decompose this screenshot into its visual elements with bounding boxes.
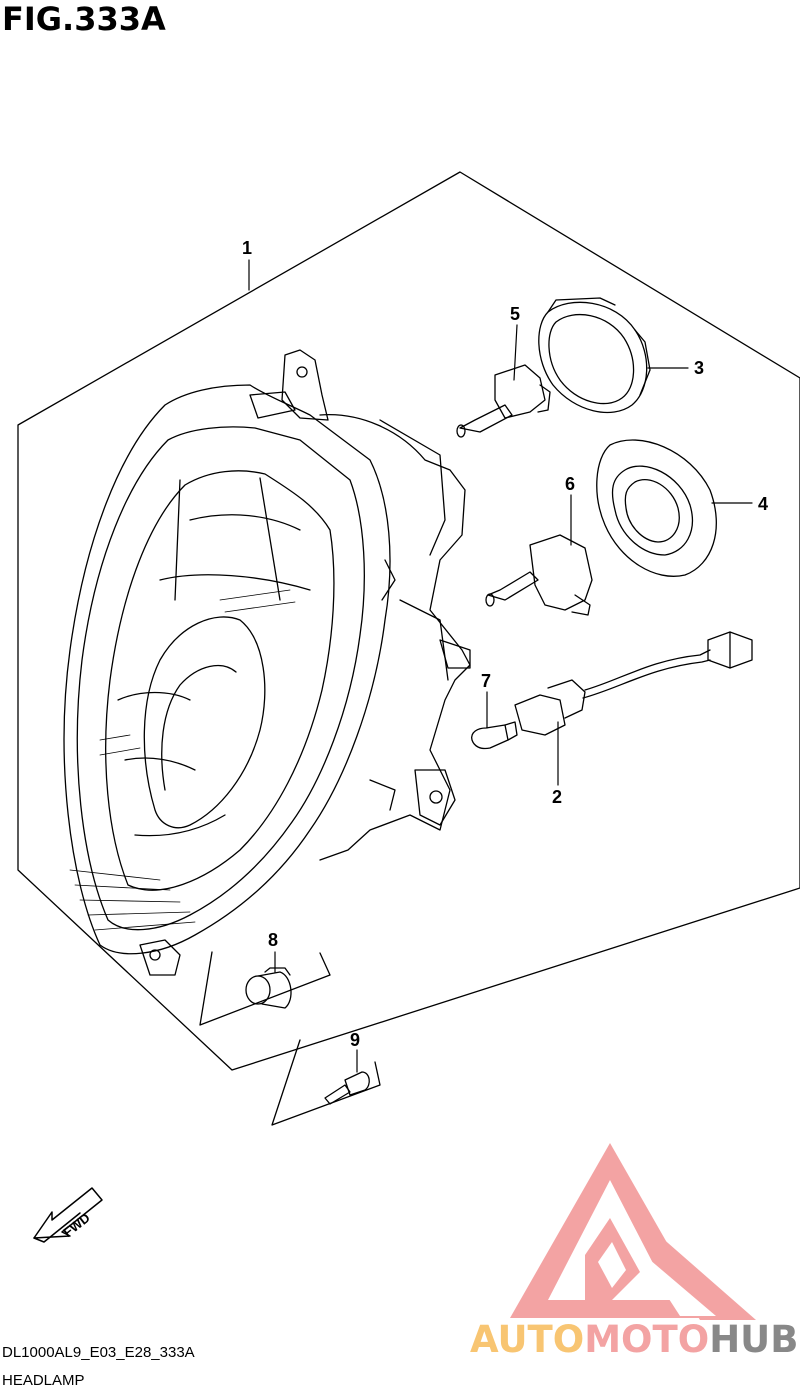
bulb-h11 bbox=[485, 534, 593, 616]
rubber-cap bbox=[596, 439, 717, 577]
socket-ring bbox=[538, 297, 651, 414]
callout-5: 5 bbox=[510, 304, 520, 324]
headlamp-housing bbox=[63, 349, 471, 976]
callout-1: 1 bbox=[242, 238, 252, 258]
callout-7: 7 bbox=[481, 671, 491, 691]
callout-3: 3 bbox=[694, 358, 704, 378]
bulb-small bbox=[471, 721, 518, 750]
watermark-auto: AUTO bbox=[470, 1318, 584, 1361]
leader-lines bbox=[248, 259, 753, 1073]
bulb-h7 bbox=[456, 364, 551, 438]
watermark-logo bbox=[510, 1143, 756, 1320]
watermark-wordmark: AUTOMOTOHUB bbox=[470, 1318, 798, 1361]
screw bbox=[324, 1071, 370, 1105]
watermark-hub: HUB bbox=[709, 1318, 798, 1361]
assembly-boundary bbox=[17, 171, 800, 1071]
section-name: HEADLAMP bbox=[2, 1372, 85, 1389]
callout-2: 2 bbox=[552, 787, 562, 807]
bracket-9 bbox=[271, 1039, 381, 1126]
callout-4: 4 bbox=[758, 494, 768, 514]
model-code: DL1000AL9_E03_E28_333A bbox=[2, 1344, 195, 1361]
fwd-arrow bbox=[33, 1187, 103, 1243]
bracket-8 bbox=[199, 951, 331, 1026]
watermark-moto: MOTO bbox=[584, 1318, 709, 1361]
callout-8: 8 bbox=[268, 930, 278, 950]
figure-title: FIG.333A bbox=[2, 0, 166, 38]
callout-6: 6 bbox=[565, 474, 575, 494]
socket-wiring bbox=[514, 631, 753, 736]
callout-9: 9 bbox=[350, 1030, 360, 1050]
grommet bbox=[245, 967, 292, 1009]
